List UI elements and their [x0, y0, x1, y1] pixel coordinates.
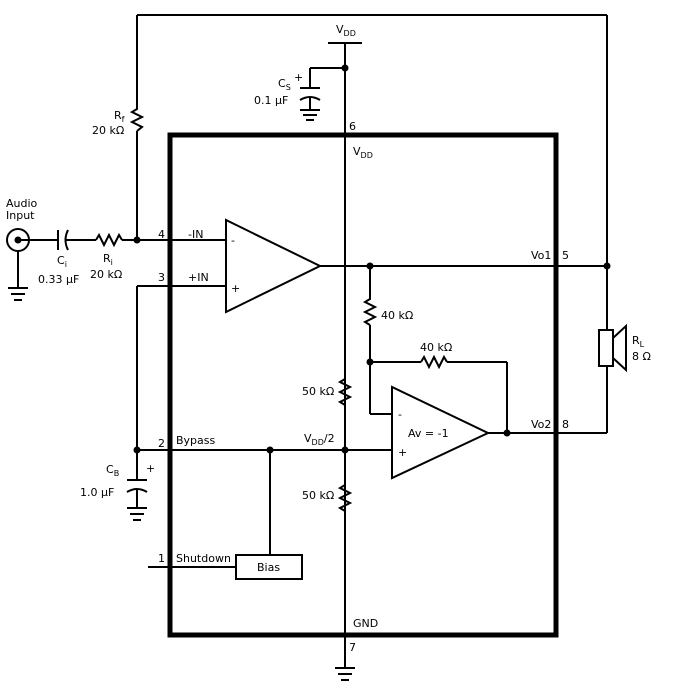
node-vdd-half: [341, 446, 349, 454]
cs-name: CS: [278, 77, 291, 92]
bias-label: Bias: [257, 561, 280, 574]
opamp2-minus: -: [398, 408, 402, 421]
pin-minus-in-label: -IN: [188, 228, 203, 241]
res-50k-bottom-label: 50 kΩ: [302, 489, 334, 502]
resistor-40k-a: [362, 297, 378, 326]
cb-polarity: +: [146, 462, 155, 475]
pin-vo1-label: Vo1: [531, 249, 551, 262]
capacitor-cs: [299, 67, 345, 121]
ci-name: Ci: [57, 254, 67, 269]
opamp1-plus: +: [231, 282, 240, 295]
res-50k-top-label: 50 kΩ: [302, 385, 334, 398]
pin-7-number: 7: [349, 641, 356, 654]
pin-5-number: 5: [562, 249, 569, 262]
pin-6-number: 6: [349, 120, 356, 133]
gnd-label: GND: [353, 617, 378, 630]
res-40k-b-label: 40 kΩ: [420, 341, 452, 354]
input-ground-symbol: [8, 287, 28, 301]
cb-name: CB: [106, 463, 119, 478]
capacitor-ci: [57, 229, 96, 251]
load-value: 8 Ω: [632, 350, 651, 363]
capacitor-cb: [126, 450, 148, 521]
resistor-40k-b: [420, 354, 448, 370]
bias-block: [235, 554, 303, 580]
cb-value: 1.0 μF: [80, 486, 114, 499]
node-vo2: [503, 429, 511, 437]
feedback-wire: [129, 14, 608, 330]
audio-input-label-line2: Input: [6, 209, 35, 222]
vdd-half-label: VDD/2: [304, 432, 335, 447]
ri-value: 20 kΩ: [90, 268, 122, 281]
pin-vo2-label: Vo2: [531, 418, 551, 431]
cs-polarity: +: [294, 71, 303, 84]
vdd-internal-label: VDD: [353, 145, 373, 160]
ci-value: 0.33 μF: [38, 273, 79, 286]
load-name: RL: [632, 334, 645, 349]
opamp2-plus: +: [398, 446, 407, 459]
resistor-ri: [95, 232, 123, 248]
vdd-top-label: VDD: [336, 23, 356, 38]
audio-input-jack: [6, 228, 58, 288]
opamp-1: [225, 218, 323, 314]
opamp2-gain-label: Av = -1: [408, 427, 449, 440]
rf-value: 20 kΩ: [92, 124, 124, 137]
res-40k-a-label: 40 kΩ: [381, 309, 413, 322]
pin-bypass-label: Bypass: [176, 434, 216, 447]
node-vo1-output: [603, 262, 611, 270]
ri-name: Ri: [103, 252, 113, 267]
wire-plus-in: [136, 285, 226, 450]
rf-name: Rf: [114, 109, 125, 124]
pin-1-number: 1: [158, 552, 165, 565]
pin-shutdown-label: Shutdown: [176, 552, 231, 565]
opamp-2: [391, 385, 491, 480]
audio-input-label-line1: Audio: [6, 197, 38, 210]
pin-3-number: 3: [158, 271, 165, 284]
cs-value: 0.1 μF: [254, 94, 288, 107]
pin-4-number: 4: [158, 228, 165, 241]
pin-8-number: 8: [562, 418, 569, 431]
gnd-symbol: [335, 667, 355, 681]
pin-plus-in-label: +IN: [188, 271, 209, 284]
opamp1-minus: -: [231, 234, 235, 247]
pin-2-number: 2: [158, 437, 165, 450]
resistor-50k-top: [337, 377, 353, 406]
speaker-load: [598, 323, 627, 433]
ic-package-outline: [167, 132, 559, 638]
